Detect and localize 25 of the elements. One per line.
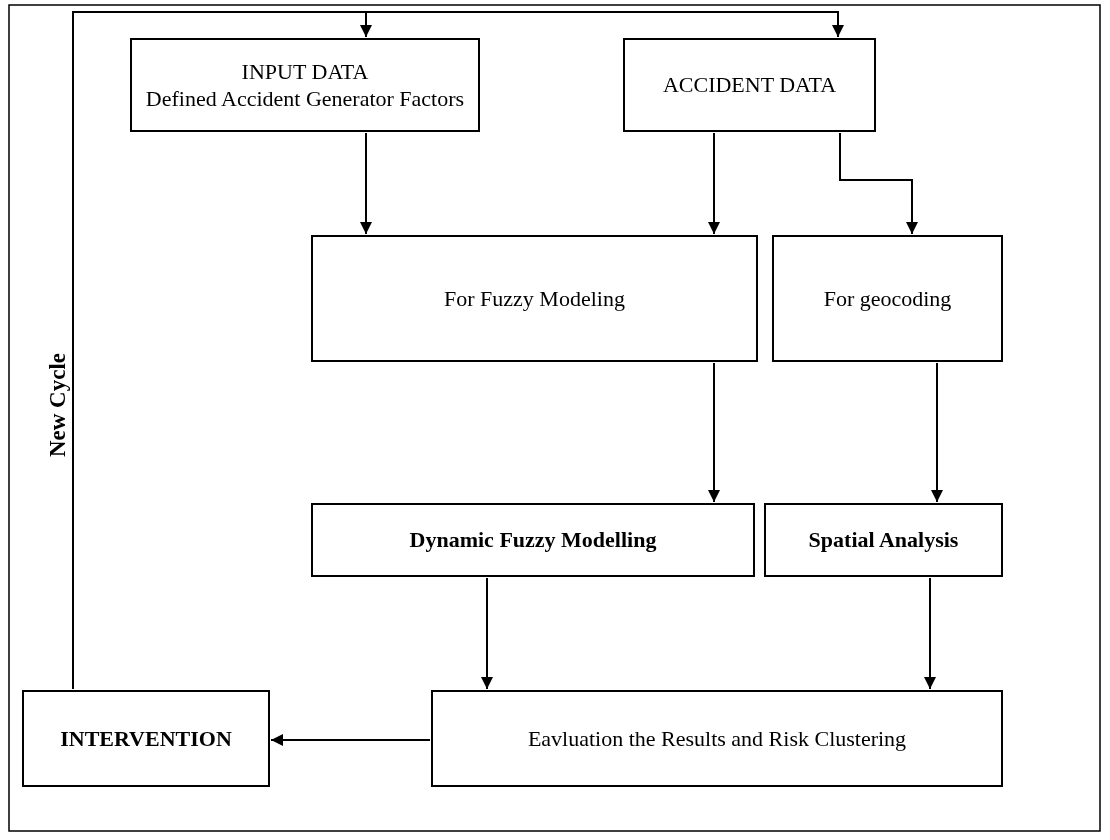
- arrow: [481, 577, 493, 690]
- arrow: [708, 132, 720, 235]
- process-box: [311, 235, 758, 362]
- process-box: [431, 690, 1003, 787]
- box-text: For geocoding: [823, 284, 952, 313]
- box-text: For Fuzzy Modeling: [444, 284, 625, 313]
- box-text: ACCIDENT DATA: [662, 71, 837, 99]
- arrow: [708, 362, 720, 503]
- box-text: Defined Accident Generator Factors: [145, 85, 465, 113]
- arrow: [270, 734, 431, 746]
- box-text: INPUT DATA: [241, 57, 369, 85]
- process-box: [623, 38, 876, 132]
- arrow: [931, 362, 943, 503]
- arrow: [839, 132, 918, 235]
- process-box: [311, 503, 755, 577]
- arrow: [360, 132, 372, 235]
- process-box: [772, 235, 1003, 362]
- process-box: [22, 690, 270, 787]
- box-text: Eavluation the Results and Risk Clustering: [527, 724, 907, 753]
- box-text: Dynamic Fuzzy Modelling: [409, 526, 657, 554]
- process-box: [130, 38, 480, 132]
- box-text: INTERVENTION: [60, 724, 232, 753]
- arrow: [924, 577, 936, 690]
- process-box: [764, 503, 1003, 577]
- box-text: Spatial Analysis: [808, 526, 959, 554]
